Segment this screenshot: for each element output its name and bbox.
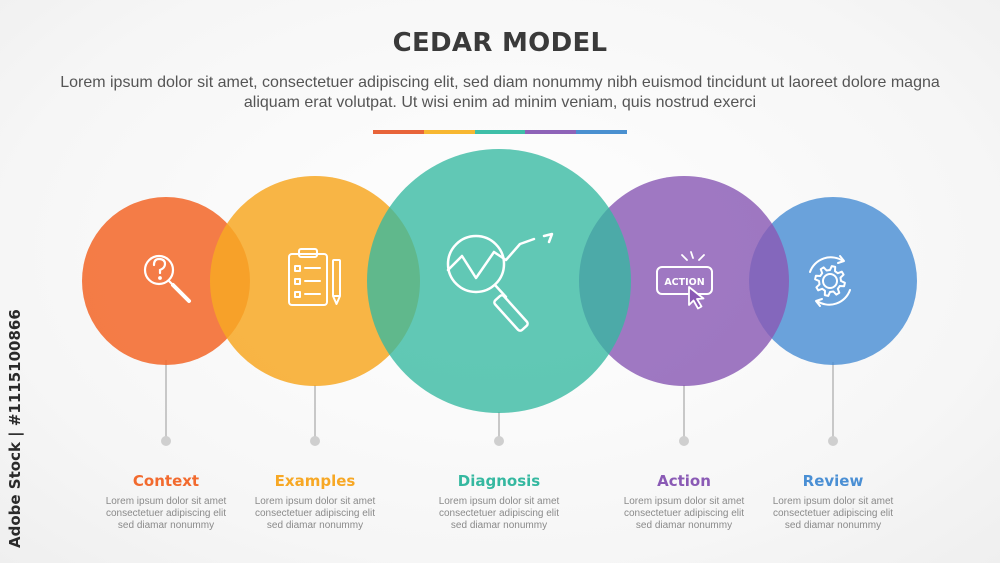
stage-title: Context bbox=[132, 472, 200, 490]
stage-label-context: Context Lorem ipsum dolor sit amet conse… bbox=[86, 472, 246, 532]
connector-4 bbox=[828, 362, 838, 446]
review-circle bbox=[749, 197, 917, 365]
stage-description: Lorem ipsum dolor sit amet consectetuer … bbox=[86, 496, 246, 532]
divider-segment bbox=[423, 130, 475, 134]
desc-line: consectetuer adipiscing elit bbox=[623, 508, 745, 519]
clipboard-checklist-icon bbox=[288, 248, 341, 306]
desc-line: consectetuer adipiscing elit bbox=[772, 508, 894, 519]
desc-line: Lorem ipsum dolor sit amet bbox=[438, 496, 560, 507]
action-circle bbox=[579, 176, 789, 386]
desc-line: Lorem ipsum dolor sit amet bbox=[254, 496, 376, 507]
title-divider bbox=[373, 130, 627, 134]
question-magnifier-icon bbox=[143, 254, 191, 303]
divider-segment bbox=[525, 130, 577, 134]
desc-line: Lorem ipsum dolor sit amet bbox=[623, 496, 745, 507]
stage-title: Examples bbox=[274, 472, 356, 490]
desc-line: sed diamar nonummy bbox=[784, 520, 882, 531]
page-title: CEDAR MODEL bbox=[392, 28, 608, 58]
stage-label-review: Review Lorem ipsum dolor sit amet consec… bbox=[753, 472, 913, 532]
connector-3 bbox=[679, 385, 689, 446]
stock-watermark: Adobe Stock | #1115100866 bbox=[6, 309, 24, 548]
stage-description: Lorem ipsum dolor sit amet consectetuer … bbox=[604, 496, 764, 532]
action-button-cursor-icon: ACTION bbox=[656, 251, 713, 310]
divider-segment bbox=[373, 130, 424, 134]
desc-line: consectetuer adipiscing elit bbox=[105, 508, 227, 519]
page-subtitle: Lorem ipsum dolor sit amet, consectetuer… bbox=[60, 74, 940, 111]
action-icon-text: ACTION bbox=[664, 277, 704, 288]
connector-2 bbox=[494, 412, 504, 446]
stage-title: Diagnosis bbox=[457, 472, 541, 490]
stage-description: Lorem ipsum dolor sit amet consectetuer … bbox=[753, 496, 913, 532]
stage-title: Review bbox=[802, 472, 864, 490]
desc-line: consectetuer adipiscing elit bbox=[254, 508, 376, 519]
desc-line: sed diamar nonummy bbox=[117, 520, 215, 531]
stage-description: Lorem ipsum dolor sit amet consectetuer … bbox=[235, 496, 395, 532]
desc-line: sed diamar nonummy bbox=[266, 520, 364, 531]
gear-cycle-icon bbox=[809, 255, 851, 307]
desc-line: consectetuer adipiscing elit bbox=[438, 508, 560, 519]
divider-segment bbox=[576, 130, 627, 134]
chart-magnifier-icon bbox=[446, 232, 554, 332]
connector-1 bbox=[310, 385, 320, 446]
connector-0 bbox=[161, 360, 171, 446]
stage-label-examples: Examples Lorem ipsum dolor sit amet cons… bbox=[235, 472, 395, 532]
stage-description: Lorem ipsum dolor sit amet consectetuer … bbox=[419, 496, 579, 532]
stage-label-action: Action Lorem ipsum dolor sit amet consec… bbox=[604, 472, 764, 532]
desc-line: Lorem ipsum dolor sit amet bbox=[772, 496, 894, 507]
desc-line: sed diamar nonummy bbox=[450, 520, 548, 531]
stage-label-diagnosis: Diagnosis Lorem ipsum dolor sit amet con… bbox=[419, 472, 579, 532]
divider-segment bbox=[474, 130, 526, 134]
stage-title: Action bbox=[657, 472, 711, 490]
desc-line: sed diamar nonummy bbox=[635, 520, 733, 531]
desc-line: Lorem ipsum dolor sit amet bbox=[105, 496, 227, 507]
